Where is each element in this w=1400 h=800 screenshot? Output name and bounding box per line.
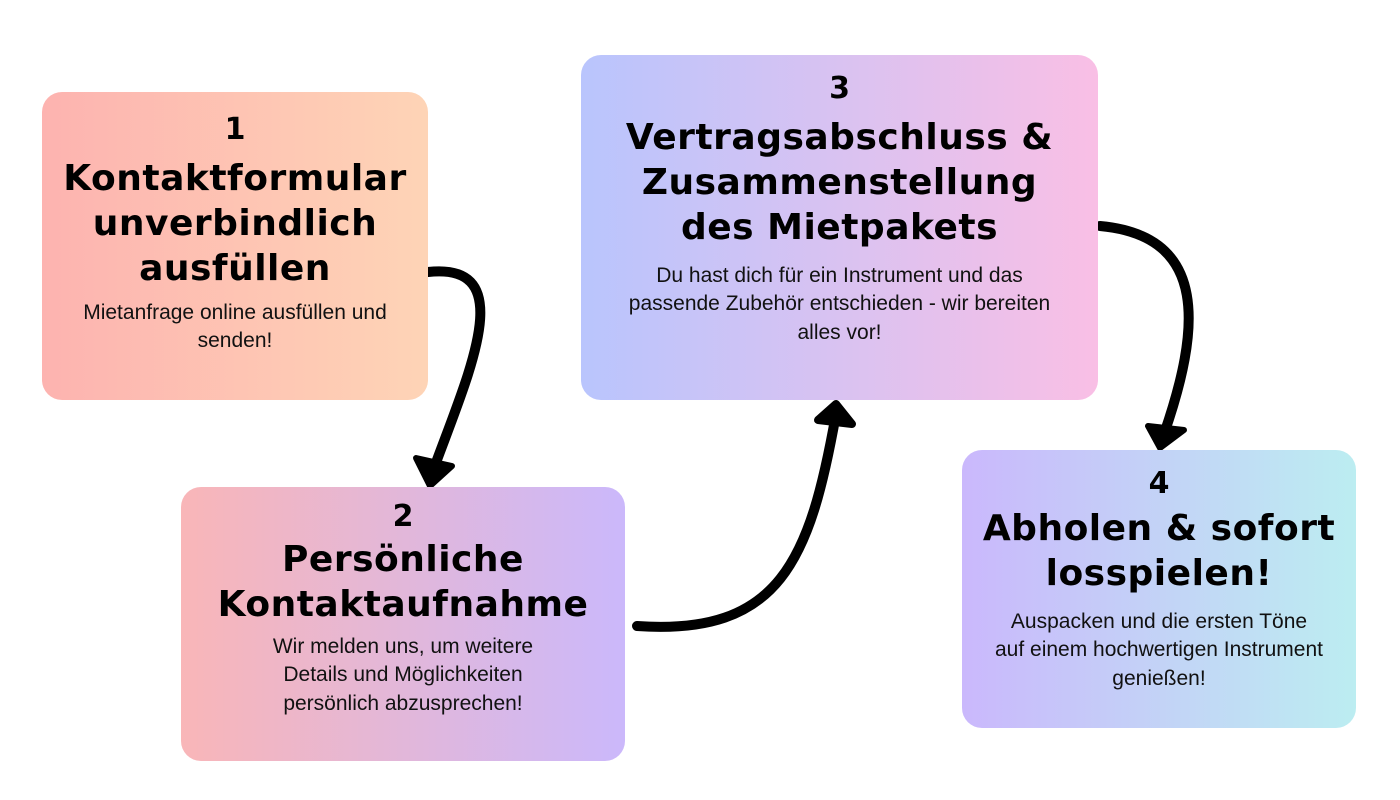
step-description: Auspacken und die ersten Töne auf einem … [994, 610, 1323, 690]
step-description: Mietanfrage online ausfüllen und senden! [83, 301, 387, 353]
step-number: 1 [224, 112, 246, 147]
step-number: 3 [829, 71, 850, 106]
step-title: Abholen & sofort losspielen! [982, 508, 1336, 594]
arrow-3-to-4-icon [1095, 221, 1194, 451]
step-description: Du hast dich für ein Instrument und das … [628, 264, 1051, 344]
step-title: Persönliche Kontaktaufnahme [217, 539, 589, 625]
step-card-4: 4 Abholen & sofort losspielen! Auspacken… [962, 450, 1356, 728]
step-number: 4 [1148, 466, 1170, 501]
step-title: Kontaktformular unverbindlich ausfüllen [63, 158, 407, 289]
step-number: 2 [392, 499, 414, 534]
step-title: Vertragsabschluss & Zusammenstellung des… [625, 117, 1054, 248]
step-card-3: 3 Vertragsabschluss & Zusammenstellung d… [581, 55, 1098, 400]
arrow-2-to-3-icon [632, 400, 856, 632]
step-description: Wir melden uns, um weitere Details und M… [272, 635, 534, 715]
step-card-2: 2 Persönliche Kontaktaufnahme Wir melden… [181, 487, 625, 761]
step-card-1: 1 Kontaktformular unverbindlich ausfülle… [42, 92, 428, 400]
